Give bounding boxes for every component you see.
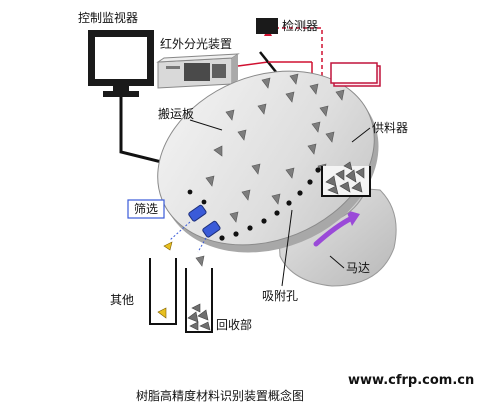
conveyor-disc: [157, 70, 379, 253]
recovery-label: 回收部: [216, 317, 252, 332]
resin-pieces: [205, 73, 345, 223]
screen-label: 筛选: [134, 201, 158, 216]
air-jet-left: [169, 221, 191, 241]
detector-label: 检测器: [282, 18, 318, 33]
motor-leader: [329, 255, 345, 269]
conveyor-plate-label: 搬运板: [158, 106, 194, 121]
falling-piece-yellow: [163, 241, 173, 251]
spectrometer-label: 红外分光装置: [160, 36, 232, 51]
air-gun-icon: [188, 204, 221, 238]
watermark: www.cfrp.com.cn: [348, 373, 474, 388]
recovery-bin: [185, 268, 213, 333]
diagram-caption: 树脂高精度材料识别装置概念图: [136, 388, 304, 403]
suction-holes: [187, 167, 321, 241]
feeder-leader: [351, 127, 371, 143]
spectrometer-device-icon: [156, 53, 240, 89]
falling-piece-gray: [195, 255, 205, 267]
monitor-label: 控制监视器: [78, 10, 138, 25]
air-jet-right: [197, 237, 207, 253]
suction-hole-label: 吸附孔: [262, 289, 298, 303]
feeder-label: 供料器: [372, 121, 408, 135]
screen-label-box: [127, 199, 165, 219]
conveyor-plate-leader: [189, 119, 223, 131]
motor-label: 马达: [346, 261, 370, 275]
monitor-icon: [88, 30, 154, 97]
feeder-hopper: [321, 161, 371, 197]
identify-badge: [330, 62, 381, 87]
others-bin: [149, 258, 177, 325]
others-label: 其他: [110, 293, 134, 307]
ir-beam: [237, 61, 269, 67]
suction-hole-leader: [281, 209, 293, 287]
detector-box-icon: [256, 18, 278, 34]
